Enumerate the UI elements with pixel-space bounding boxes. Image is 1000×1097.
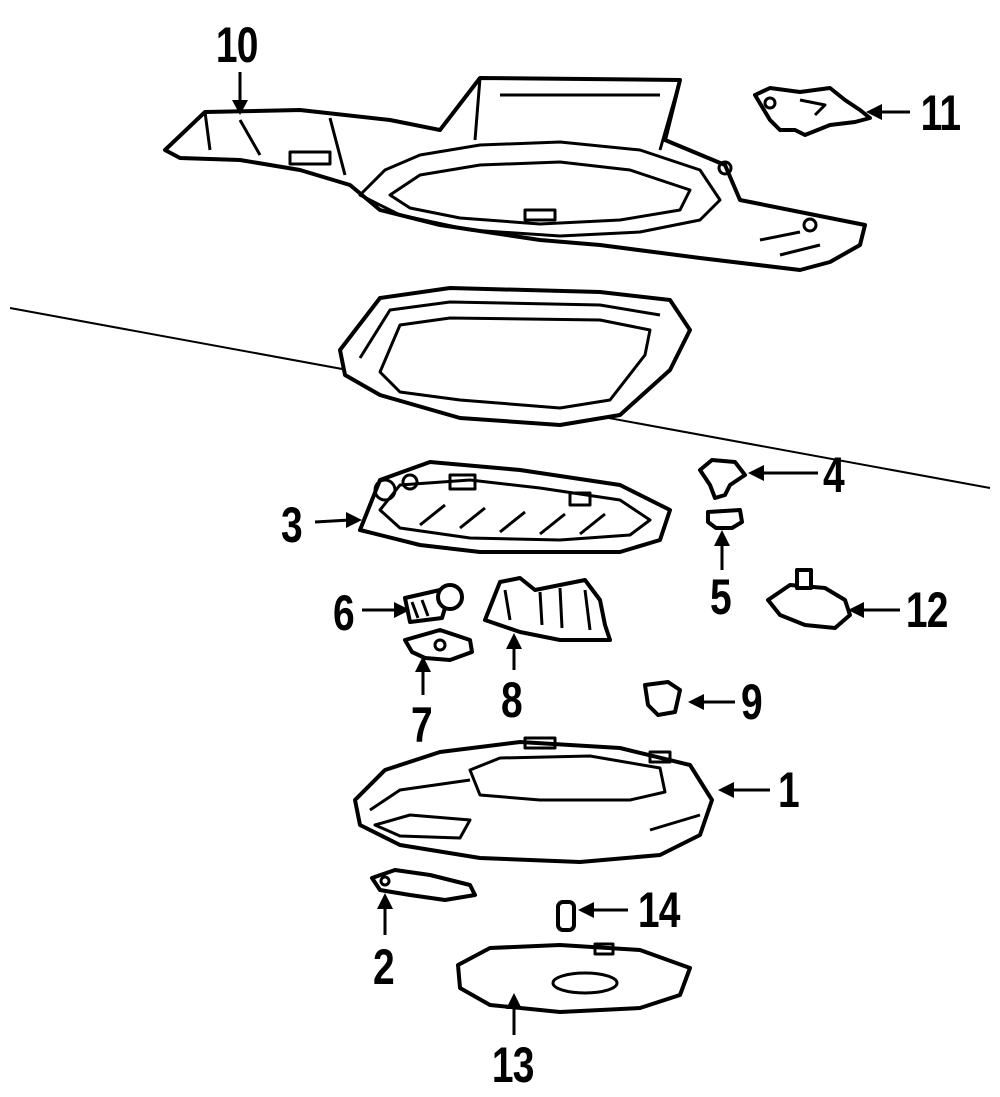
callout-14: 14: [637, 882, 681, 938]
part-12-lamp: [766, 568, 852, 630]
part-2-hinge: [370, 868, 477, 902]
callout-10: 10: [215, 17, 259, 73]
part-14-bulb: [556, 900, 576, 932]
leader-lines: [232, 72, 910, 1035]
part-9-switch: [643, 680, 682, 717]
callout-3: 3: [280, 497, 303, 553]
part-7-contact: [403, 628, 474, 662]
part-10-reinforcement: [163, 76, 867, 272]
callout-5: 5: [709, 569, 732, 625]
part-1-console: [353, 736, 714, 864]
headliner-opening: [338, 286, 692, 427]
callout-8: 8: [500, 672, 523, 728]
callout-9: 9: [740, 674, 763, 730]
callout-2: 2: [372, 939, 395, 995]
part-6-bulb: [403, 583, 464, 624]
callout-13: 13: [491, 1037, 535, 1093]
callout-1: 1: [777, 762, 800, 818]
callout-4: 4: [822, 447, 845, 503]
part-5-holder: [706, 508, 744, 530]
part-11-bracket: [753, 86, 872, 137]
callout-11: 11: [920, 85, 961, 141]
part-4-clip: [698, 458, 747, 500]
callout-12: 12: [905, 582, 949, 638]
callout-6: 6: [332, 585, 355, 641]
callout-7: 7: [410, 697, 433, 753]
part-3-housing: [358, 460, 672, 554]
part-13-cover: [456, 942, 692, 1014]
part-8-lens: [483, 576, 612, 642]
